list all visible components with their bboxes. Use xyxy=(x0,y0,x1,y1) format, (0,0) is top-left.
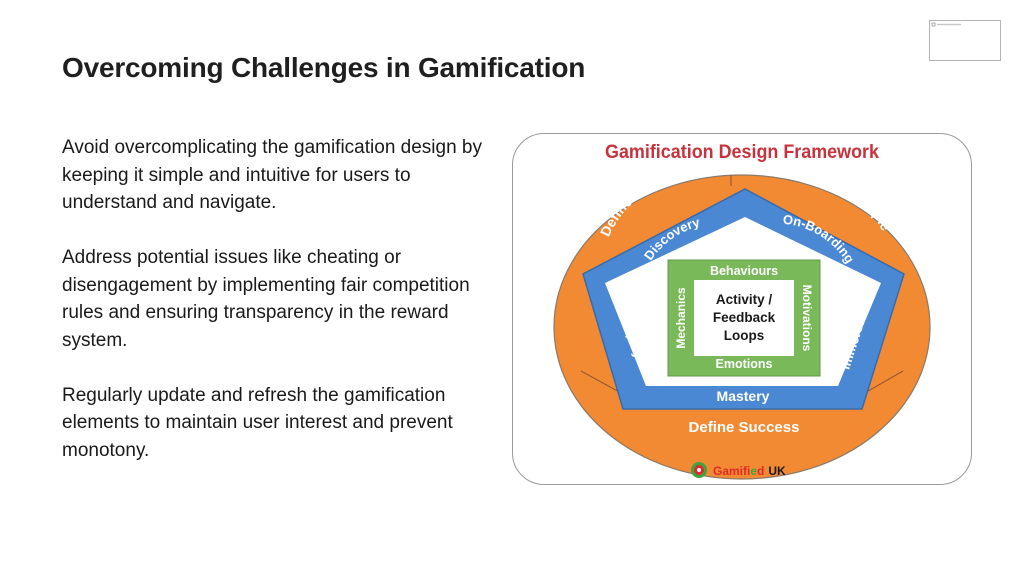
core-box xyxy=(694,280,794,356)
label-mechanics: Mechanics xyxy=(674,287,688,349)
framework-diagram: Gamification Design Framework Define the… xyxy=(553,142,931,480)
body-paragraph-2: Address potential issues like cheating o… xyxy=(62,247,470,351)
embedded-object-icon xyxy=(931,22,961,27)
ring-divider xyxy=(580,370,624,395)
slide-title: Overcoming Challenges in Gamification xyxy=(62,52,586,83)
body-paragraph-1: Avoid overcomplicating the gamification … xyxy=(62,137,482,213)
label-motivations: Motivations xyxy=(800,285,814,352)
slide-body: Avoid overcomplicating the gamification … xyxy=(62,134,507,492)
ring-divider xyxy=(862,370,904,395)
core-line-1: Activity / xyxy=(716,292,773,307)
label-emotions: Emotions xyxy=(716,357,773,371)
embedded-object-thumbnail xyxy=(929,20,1001,61)
label-define-success: Define Success xyxy=(689,419,800,436)
core-line-3: Loops xyxy=(724,328,765,343)
label-behaviours: Behaviours xyxy=(710,264,778,278)
core-line-2: Feedback xyxy=(713,310,776,325)
label-mastery: Mastery xyxy=(717,388,770,404)
framework-title: Gamification Design Framework xyxy=(605,142,879,163)
framework-figure: Gamification Design Framework Define the… xyxy=(512,133,972,485)
body-paragraph-3: Regularly update and refresh the gamific… xyxy=(62,384,453,461)
